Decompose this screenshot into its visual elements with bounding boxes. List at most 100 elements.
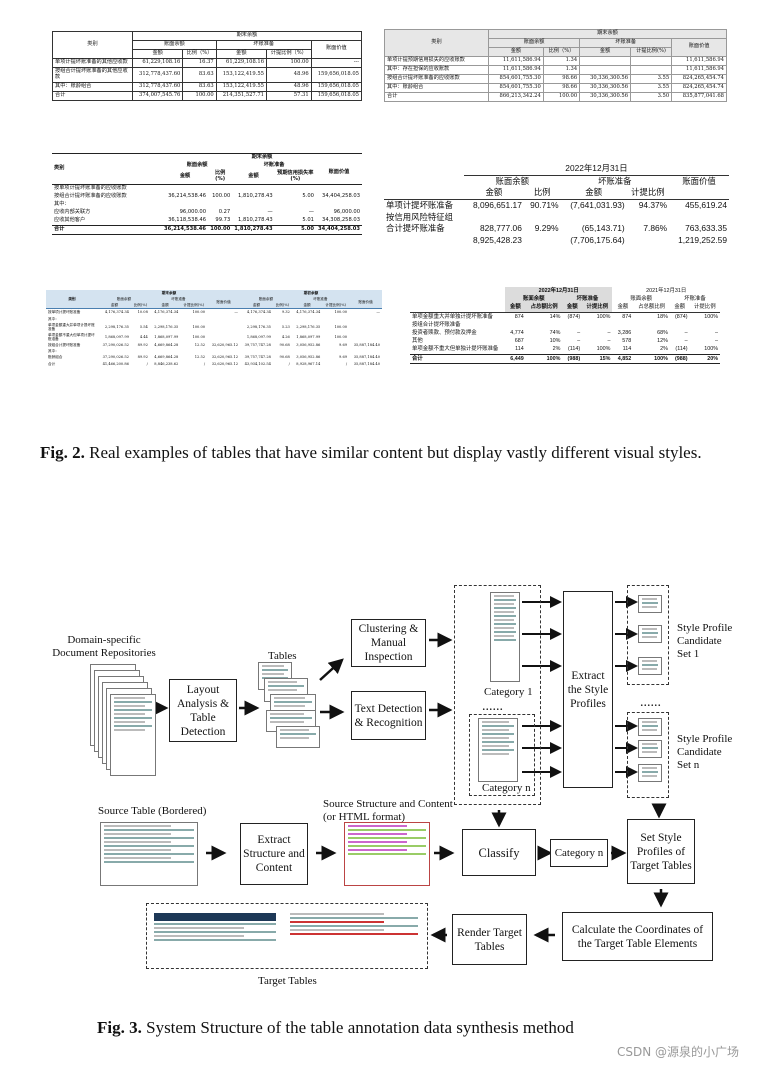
row-label: 单项金额不重大但单独计提坏账准备 <box>412 346 499 353</box>
header-val: 账面价值 <box>216 300 231 305</box>
row-label: 合计 <box>48 361 56 366</box>
cell: 4,176,374.34 <box>296 310 321 315</box>
cell: 37,290,026.52 <box>102 343 129 348</box>
style-set-n-group <box>627 712 669 798</box>
cell: (988) <box>675 355 688 362</box>
header-amt: 金额 <box>179 172 191 179</box>
header-pct: 比例 <box>523 187 561 200</box>
cell: 4,852 <box>617 355 632 362</box>
cell: 2% <box>552 346 561 353</box>
cell: 39,757,747.28 <box>244 343 271 348</box>
header-amt2-prev: 金额 <box>674 304 686 311</box>
style-set-n-label: Style Profile Candidate Set n <box>677 733 733 771</box>
example-table-3: 类别期末余额 账面余额坏账准备账面价值 金额比例(%)金额预期信用损失率(%) … <box>52 153 362 235</box>
header-amt2: 金额 <box>161 303 169 308</box>
cell: 100.00 <box>334 324 348 329</box>
table-row: 按组合计提坏账准备 <box>410 321 720 329</box>
cell: – <box>684 330 688 337</box>
cell: 100.00 <box>542 91 581 102</box>
row-label: 单项金额重大并单项计提坏账准备 <box>48 322 95 331</box>
cell: 8,928,967.14 <box>296 361 321 366</box>
category-1-label: Category 1 <box>484 686 533 698</box>
row-label: 其中： <box>48 316 59 321</box>
cell: 89.92 <box>137 343 148 348</box>
cell: 1,868,097.99 <box>154 334 179 339</box>
cell: 100% <box>546 355 561 362</box>
header-amt: 金额 <box>464 187 524 200</box>
cell: 1,810,278.43 <box>238 192 273 199</box>
cell: 20% <box>707 355 718 362</box>
header-val-prev: 账面价值 <box>358 300 373 305</box>
cell: 100% <box>704 313 718 320</box>
row-label: 按组合计提坏账准备的应收账款 <box>54 192 127 199</box>
row-label: 合计 <box>384 91 489 102</box>
cell: 0.27 <box>218 208 231 215</box>
cell: (988) <box>567 355 581 362</box>
source-structure-label: Source Structure and Content (or HTML fo… <box>323 798 453 823</box>
cell: 3,286 <box>617 330 632 337</box>
target-tables-group <box>146 903 428 969</box>
set-style-box: Set Style Profiles of Target Tables <box>627 819 695 884</box>
header-pct: 计提比例 <box>582 303 613 313</box>
example-table-1: 类别期末余额 账面余额坏账准备账面价值 金额比例（%）金额计提比例（%） 单项计… <box>52 31 363 101</box>
cell: 114 <box>515 346 524 353</box>
cell: — <box>267 208 273 215</box>
cell: 12.52 <box>194 343 206 348</box>
header-share: 占总额比例 <box>525 303 563 313</box>
fig3-text: System Structure of the table annotation… <box>146 1018 574 1037</box>
source-table-label: Source Table (Bordered) <box>98 805 207 817</box>
header-pct2-prev: 计提比例(%) <box>325 303 346 308</box>
cell: 9.69 <box>339 355 348 360</box>
header-bad: 坏账准备 <box>562 295 613 304</box>
header-cur: 期末余额 <box>161 291 177 295</box>
extract-structure-box: Extract Structure and Content <box>240 823 308 885</box>
table-row: 其中： <box>52 201 362 209</box>
row-label: 应收其他客户 <box>54 216 86 223</box>
cell: 4,669,864.28 <box>154 343 179 348</box>
cell: 2,298,176.35 <box>246 324 271 329</box>
cell: 5.23 <box>281 324 290 329</box>
cell: 35,887,184.40 <box>353 343 380 348</box>
header-book: 账面余额 <box>505 295 563 304</box>
row-label: 其他 <box>412 338 423 345</box>
header-book-prev: 账面余额 <box>630 296 652 303</box>
row-label: 账龄组合 <box>48 355 63 360</box>
style-set-1-label: Style Profile Candidate Set 1 <box>677 622 733 660</box>
cell: (114) <box>675 346 688 353</box>
watermark: CSDN @源泉的小广场 <box>617 1045 740 1059</box>
cell: 96,000.00 <box>179 208 207 215</box>
cell: 828,777.06 <box>479 223 522 234</box>
cell: 578 <box>622 338 632 345</box>
cell: 90.71% <box>530 199 559 210</box>
header-pct-prev: 计提比例 <box>694 304 716 311</box>
cell: 3,056,952.86 <box>296 343 321 348</box>
cell: 37,290,026.52 <box>102 355 129 360</box>
category-n-label: Category n <box>482 782 531 794</box>
cell: 34,404,258.03 <box>317 225 360 232</box>
cell: 43,934,102.54 <box>244 361 271 366</box>
cell: 61,229,108.16 <box>215 57 268 68</box>
render-box: Render Target Tables <box>452 914 527 965</box>
cell: 90.68 <box>279 343 290 348</box>
header-pct2: 计提比例(%) <box>183 303 204 308</box>
source-table-thumb <box>100 822 198 886</box>
header-pct2: 计提比例 <box>626 187 670 200</box>
cell: 90.68 <box>279 355 290 360</box>
row-label: 投资者赎款、预付款及押金 <box>412 330 477 337</box>
header-book: 账面余额 <box>186 161 208 168</box>
cell: 214,351,527.71 <box>215 90 268 101</box>
fig2-label: Fig. 2. <box>40 443 85 462</box>
